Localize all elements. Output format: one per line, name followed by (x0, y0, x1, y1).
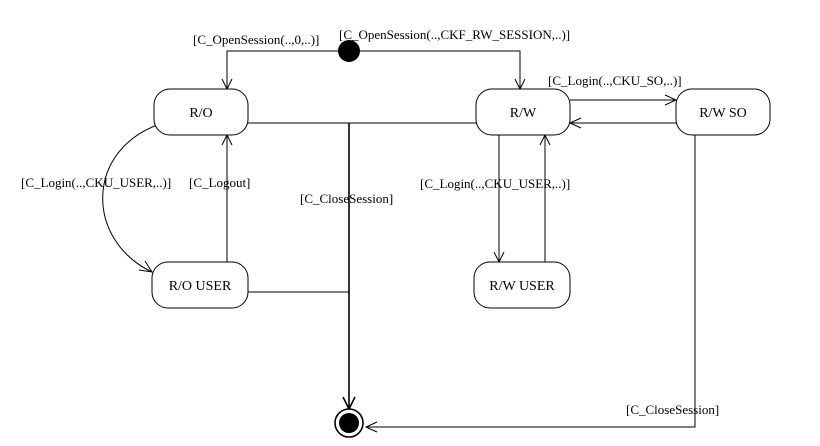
label-login-user-ro: [C_Login(..,CKU_USER,..)] (21, 175, 171, 190)
state-rw-so-label: R/W SO (699, 106, 747, 121)
final-state-inner (339, 413, 359, 433)
state-ro-user-label: R/O USER (169, 279, 232, 294)
label-login-so: [C_Login(..,CKU_SO,..)] (548, 73, 682, 88)
initial-state (338, 40, 360, 62)
label-login-user-rw: [C_Login(..,CKU_USER,..)] (420, 176, 570, 191)
state-rw-label: R/W (510, 106, 537, 121)
edge-open-rw (360, 50, 521, 89)
state-rw: R/W (475, 88, 571, 136)
label-close-session-right: [C_CloseSession] (626, 402, 719, 417)
state-rw-user-label: R/W USER (489, 279, 555, 294)
state-ro-label: R/O (189, 106, 212, 121)
state-ro-user: R/O USER (151, 261, 249, 309)
edge-close-session-right-arrow (364, 421, 378, 433)
edge-login-so-arrow (664, 94, 678, 106)
label-open-ro: [C_OpenSession(..,0,..)] (193, 32, 319, 47)
state-rw-user: R/W USER (473, 261, 571, 309)
edge-open-ro (226, 50, 338, 89)
label-open-rw: [C_OpenSession(..,CKF_RW_SESSION,..)] (339, 27, 570, 42)
state-ro: R/O (153, 88, 249, 136)
state-rw-so: R/W SO (675, 88, 771, 136)
edge-close-session-right (366, 135, 696, 428)
edge-login-user-ro (102, 123, 161, 273)
label-logout: [C_Logout] (189, 175, 250, 190)
label-close-session-center: [C_CloseSession] (300, 191, 393, 206)
edge-login-user-ro-arrow (138, 260, 154, 273)
